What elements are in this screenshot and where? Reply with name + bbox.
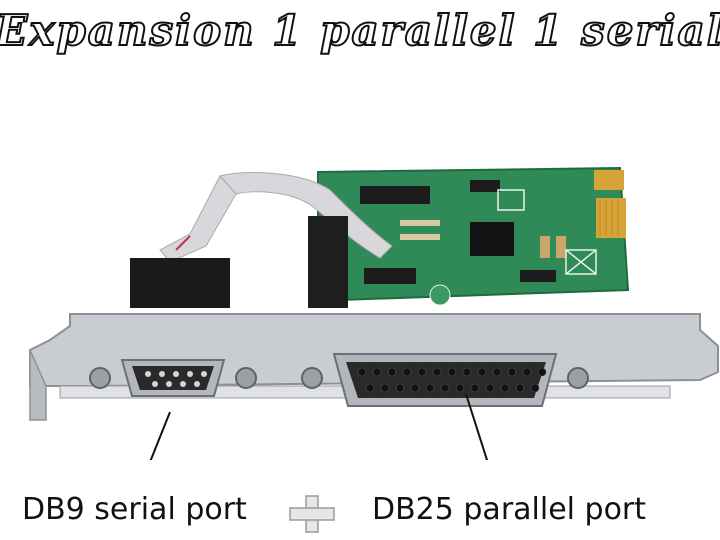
chip-icon bbox=[470, 222, 514, 256]
header-connector bbox=[308, 216, 348, 308]
db25-connector bbox=[301, 353, 589, 407]
pcb-board bbox=[317, 166, 630, 306]
db9-connector bbox=[89, 359, 257, 397]
pointer-arrows bbox=[149, 393, 489, 460]
plus-icon bbox=[289, 495, 335, 533]
product-photo bbox=[29, 166, 719, 460]
gold-fingers bbox=[594, 170, 626, 238]
db9-serial-port-label: DB9 serial port bbox=[22, 492, 247, 527]
db25-parallel-port-label: DB25 parallel port bbox=[372, 492, 647, 527]
ribbon-cable bbox=[159, 172, 393, 263]
db9-housing bbox=[130, 258, 230, 308]
page-title: Expansion 1 parallel 1 serial bbox=[0, 5, 720, 56]
